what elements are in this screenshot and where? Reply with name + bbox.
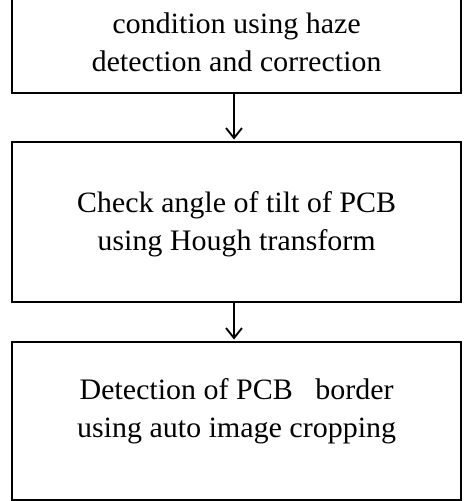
step-text-line: Detection of PCB border — [79, 372, 394, 406]
step-text-line: Check angle of tilt of PCB — [76, 186, 397, 219]
step-text-line: using Hough transform — [97, 224, 376, 257]
flowchart: condition using haze detection and corre… — [11, 0, 462, 501]
arrow-head — [225, 127, 243, 140]
step-text: Detection of PCB border using auto image… — [77, 371, 396, 447]
step-text-line: detection and correction — [91, 45, 382, 78]
step-text: condition using haze detection and corre… — [92, 5, 382, 81]
step-text: Check angle of tilt of PCB using Hough t… — [77, 184, 396, 260]
flowchart-step-haze-correction: condition using haze detection and corre… — [11, 0, 462, 94]
step-text-line: condition using haze — [112, 7, 361, 40]
flowchart-step-tilt-check: Check angle of tilt of PCB using Hough t… — [11, 141, 462, 303]
flowchart-step-border-detection: Detection of PCB border using auto image… — [11, 341, 462, 501]
arrow-1-to-2 — [225, 94, 243, 140]
step-text-line: using auto image cropping — [76, 410, 397, 444]
arrow-2-to-3 — [225, 303, 243, 340]
arrow-head — [225, 327, 243, 340]
